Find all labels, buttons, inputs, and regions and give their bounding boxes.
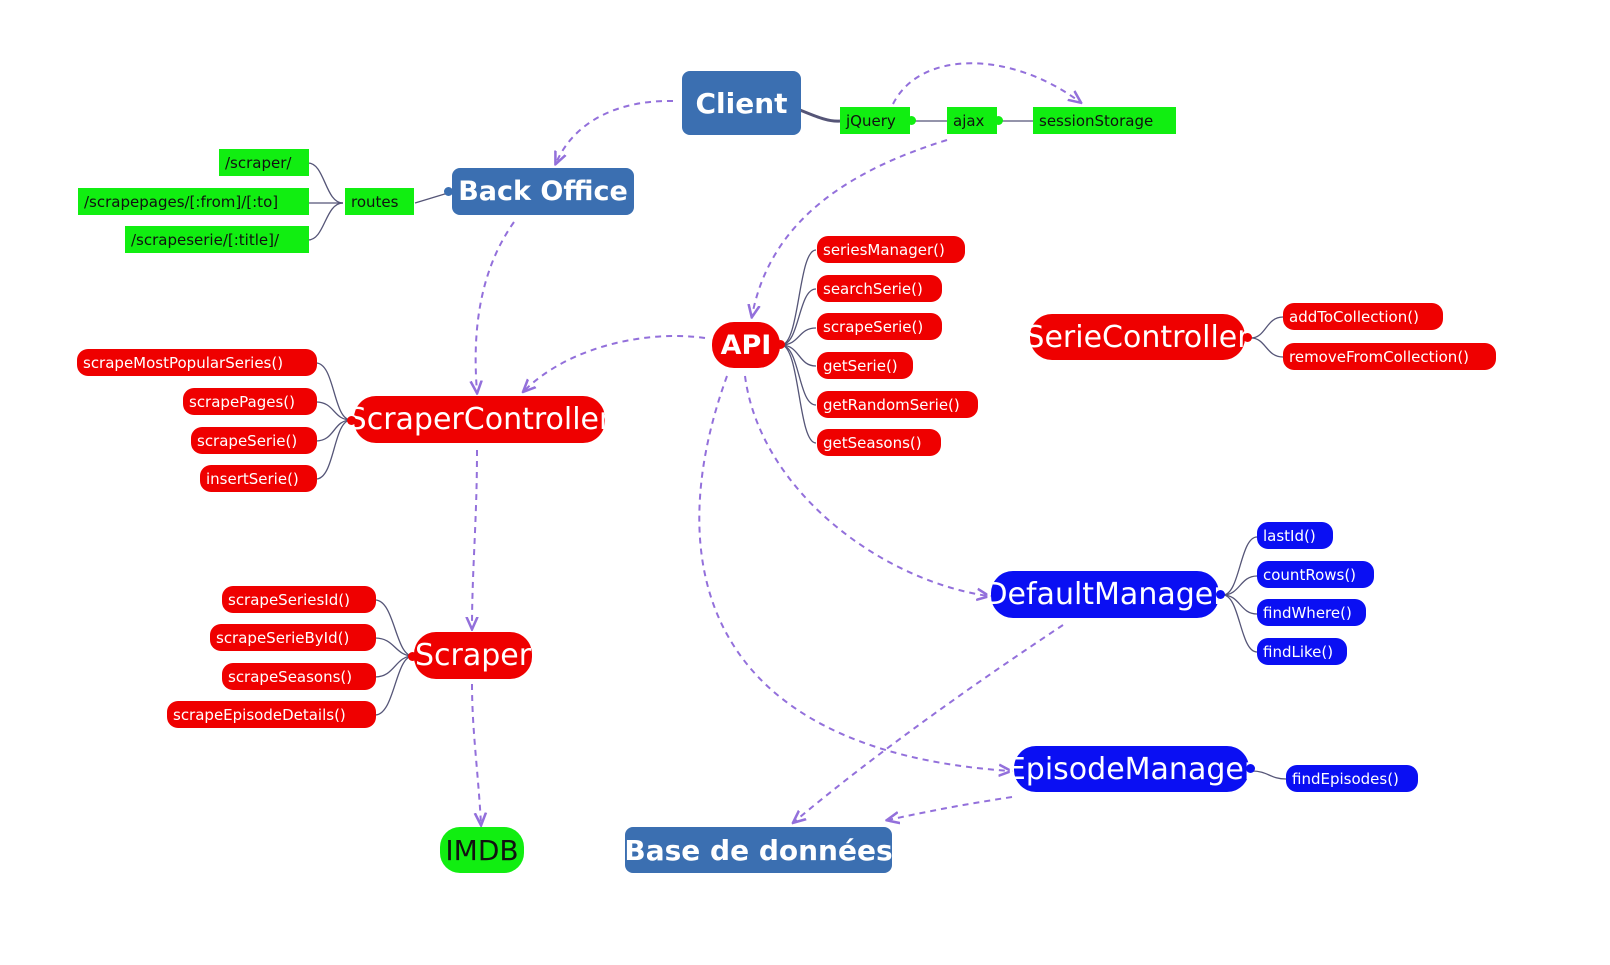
- dm-method-findlike[interactable]: findLike(): [1257, 638, 1347, 665]
- scraper-connector: [408, 652, 417, 661]
- sc-method-scrapepages[interactable]: scrapePages(): [183, 388, 317, 415]
- api-method-searchserie[interactable]: searchSerie(): [817, 275, 942, 302]
- sc-method-insertserie[interactable]: insertSerie(): [200, 465, 317, 492]
- sc-method-scrapemostpopularseries[interactable]: scrapeMostPopularSeries(): [77, 349, 317, 376]
- api-node[interactable]: API: [712, 322, 780, 368]
- serie-controller-connector: [1243, 333, 1252, 342]
- api-method-label: scrapeSerie(): [823, 317, 924, 336]
- api-method-getserie[interactable]: getSerie(): [817, 352, 913, 379]
- api-connector: [776, 340, 785, 349]
- api-method-scrapeserie[interactable]: scrapeSerie(): [817, 313, 942, 340]
- default-manager-label: DefaultManager: [984, 577, 1226, 612]
- database-label: Base de données: [624, 833, 893, 867]
- scraper-method-scrapeepisodedetails[interactable]: scrapeEpisodeDetails(): [167, 701, 376, 728]
- ajax-label: ajax: [953, 111, 985, 130]
- em-method-label: findEpisodes(): [1292, 769, 1399, 788]
- api-method-getseasons[interactable]: getSeasons(): [817, 429, 941, 456]
- dm-method-label: lastId(): [1263, 526, 1316, 545]
- scraper-controller-node[interactable]: ScraperController: [348, 396, 611, 443]
- sercon-method-addtocollection[interactable]: addToCollection(): [1283, 303, 1443, 330]
- back-office-connector: [444, 187, 453, 196]
- default-manager-node[interactable]: DefaultManager: [984, 571, 1226, 618]
- route-scraper-label: /scraper/: [225, 153, 292, 172]
- sessionstorage-label: sessionStorage: [1039, 111, 1154, 130]
- ajax-connector: [994, 116, 1003, 125]
- dm-method-label: countRows(): [1263, 565, 1357, 584]
- route-scrapepages[interactable]: /scrapepages/[:from]/[:to]: [78, 188, 309, 215]
- api-method-label: getSeasons(): [823, 433, 922, 452]
- client-label: Client: [695, 86, 788, 120]
- api-method-getrandomserie[interactable]: getRandomSerie(): [817, 391, 978, 418]
- jquery-label: jQuery: [846, 111, 896, 130]
- database-node[interactable]: Base de données: [624, 827, 893, 873]
- episode-manager-node[interactable]: EpisodeManager: [1007, 746, 1256, 792]
- api-method-label: getRandomSerie(): [823, 395, 960, 414]
- api-method-label: getSerie(): [823, 356, 898, 375]
- scraper-node[interactable]: Scraper: [414, 632, 532, 679]
- ajax-node[interactable]: ajax: [947, 107, 997, 134]
- imdb-label: IMDB: [445, 833, 519, 867]
- sercon-method-removefromcollection[interactable]: removeFromCollection(): [1283, 343, 1496, 370]
- route-scrapeserie[interactable]: /scrapeserie/[:title]/: [125, 226, 309, 253]
- jquery-node[interactable]: jQuery: [840, 107, 910, 134]
- sc-method-label: scrapePages(): [189, 392, 296, 411]
- imdb-node[interactable]: IMDB: [440, 827, 524, 873]
- scraper-method-label: scrapeSeasons(): [228, 667, 353, 686]
- routes-label: routes: [351, 192, 399, 211]
- back-office-label: Back Office: [458, 176, 628, 207]
- route-scrapeserie-label: /scrapeserie/[:title]/: [131, 230, 280, 249]
- dm-method-findwhere[interactable]: findWhere(): [1257, 599, 1366, 626]
- em-method-findepisodes[interactable]: findEpisodes(): [1286, 765, 1418, 792]
- api-method-seriesmanager[interactable]: seriesManager(): [817, 236, 965, 263]
- sessionstorage-node[interactable]: sessionStorage: [1033, 107, 1176, 134]
- routes-node[interactable]: routes: [345, 188, 414, 215]
- dm-method-lastid[interactable]: lastId(): [1257, 522, 1333, 549]
- scraper-method-scrapeseriesid[interactable]: scrapeSeriesId(): [222, 586, 376, 613]
- client-node[interactable]: Client: [682, 71, 801, 135]
- sc-method-label: scrapeMostPopularSeries(): [83, 353, 284, 372]
- tree-wires: [307, 108, 1287, 780]
- sc-method-scrapeserie[interactable]: scrapeSerie(): [191, 427, 317, 454]
- scraper-method-label: scrapeEpisodeDetails(): [173, 705, 346, 724]
- scraper-method-scrapeseriebyid[interactable]: scrapeSerieById(): [210, 624, 376, 651]
- sc-method-label: insertSerie(): [206, 469, 299, 488]
- scraper-method-scrapeseasons[interactable]: scrapeSeasons(): [222, 663, 376, 690]
- dm-method-countrows[interactable]: countRows(): [1257, 561, 1374, 588]
- api-method-label: seriesManager(): [823, 240, 945, 259]
- scraper-method-label: scrapeSeriesId(): [228, 590, 350, 609]
- api-label: API: [720, 329, 772, 361]
- route-scraper[interactable]: /scraper/: [219, 149, 309, 176]
- scraper-controller-label: ScraperController: [347, 402, 612, 437]
- serie-controller-node[interactable]: SerieController: [1025, 314, 1250, 360]
- episode-manager-connector: [1246, 764, 1255, 773]
- dependency-arrows: [472, 62, 1080, 824]
- api-method-label: searchSerie(): [823, 279, 923, 298]
- sercon-method-label: addToCollection(): [1289, 307, 1419, 326]
- episode-manager-label: EpisodeManager: [1006, 751, 1257, 787]
- scraper-method-label: scrapeSerieById(): [216, 628, 350, 647]
- sercon-method-label: removeFromCollection(): [1289, 347, 1470, 366]
- scraper-controller-connector: [347, 416, 356, 425]
- dm-method-label: findLike(): [1263, 642, 1334, 661]
- dm-method-label: findWhere(): [1263, 603, 1352, 622]
- route-scrapepages-label: /scrapepages/[:from]/[:to]: [84, 192, 279, 211]
- scraper-label: Scraper: [414, 638, 532, 673]
- sc-method-label: scrapeSerie(): [197, 431, 298, 450]
- serie-controller-label: SerieController: [1025, 319, 1250, 355]
- jquery-connector: [907, 116, 916, 125]
- default-manager-connector: [1216, 590, 1225, 599]
- back-office-node[interactable]: Back Office: [452, 168, 634, 215]
